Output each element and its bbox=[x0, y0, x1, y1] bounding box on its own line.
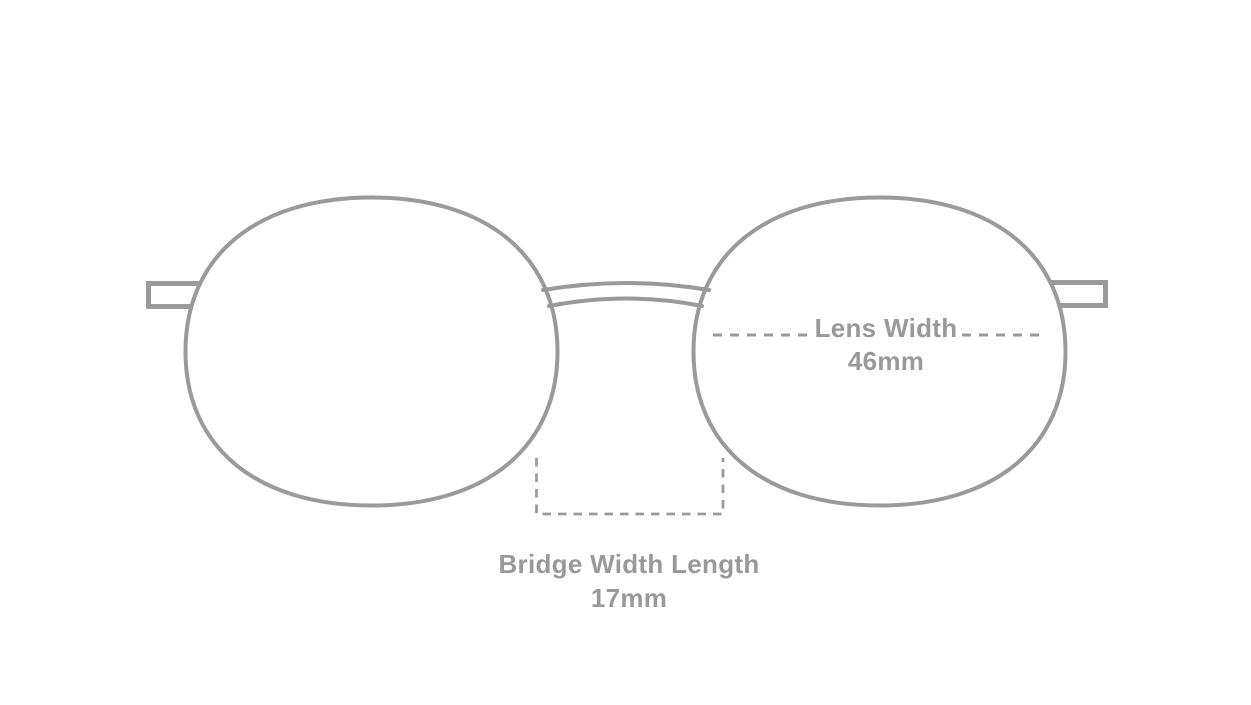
lens-width-value: 46mm bbox=[848, 346, 924, 376]
left-lens-outline bbox=[183, 195, 560, 508]
bridge-width-label: Bridge Width Length bbox=[498, 549, 759, 579]
lens-width-label: Lens Width bbox=[815, 313, 958, 343]
bridge-width-bracket bbox=[535, 458, 725, 516]
right-lens-outline bbox=[691, 195, 1068, 508]
bridge-top-arc bbox=[541, 281, 711, 292]
bridge-bottom-arc bbox=[547, 296, 704, 308]
bridge-width-value: 17mm bbox=[591, 583, 667, 613]
